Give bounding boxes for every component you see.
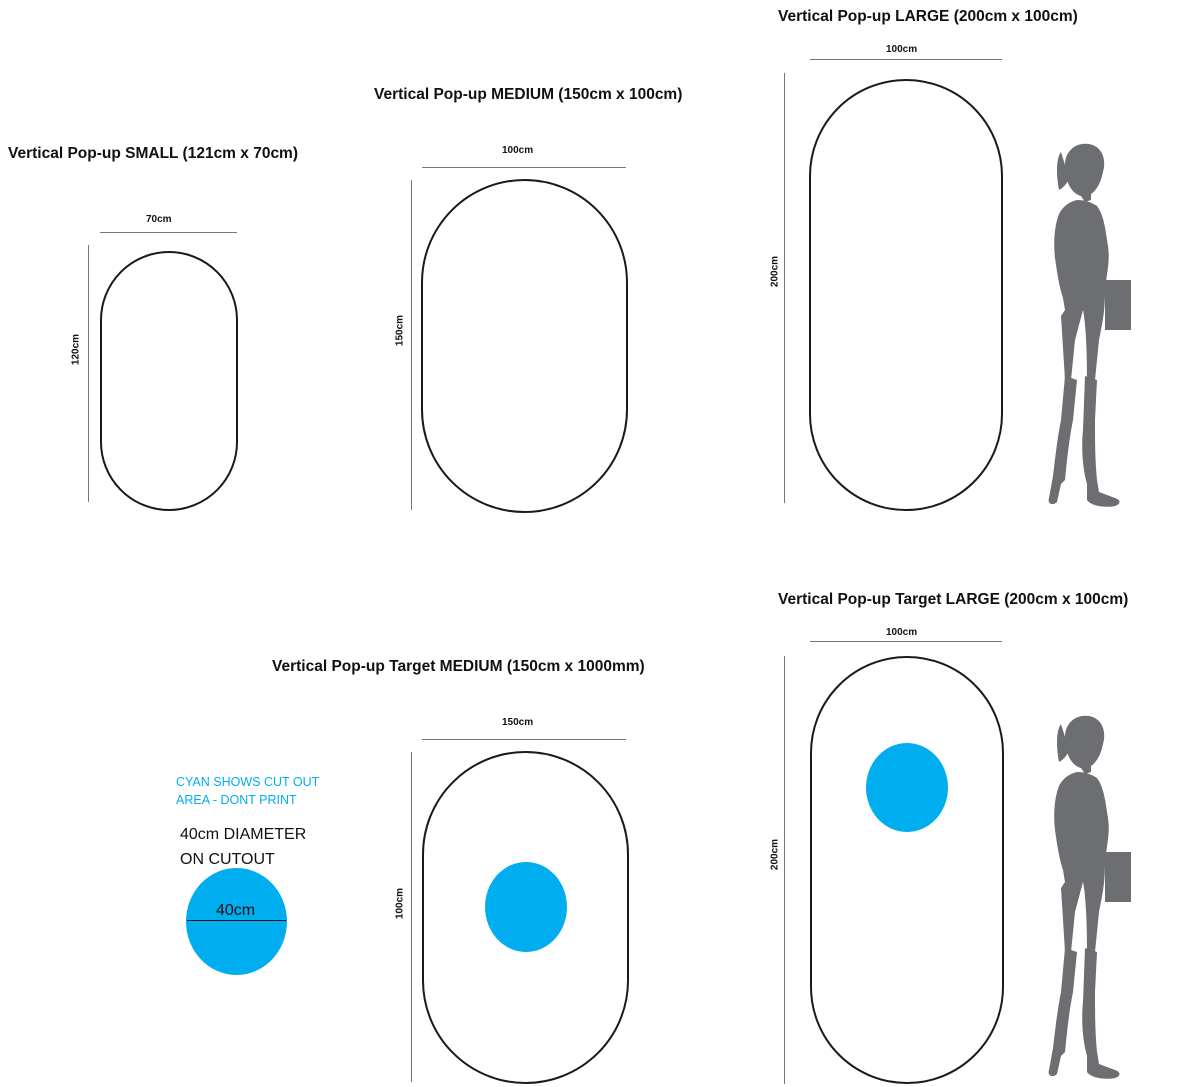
target-medium-height-line [411, 752, 412, 1082]
target-medium-width-line [422, 739, 626, 740]
small-width-line [100, 232, 237, 233]
target-large-width-label: 100cm [886, 627, 918, 638]
target-large-cutout [866, 743, 948, 832]
small-popup-outline [100, 251, 238, 511]
small-width-label: 70cm [146, 214, 172, 225]
woman-silhouette-icon [1048, 715, 1131, 1079]
large-width-line [810, 59, 1002, 60]
large-popup-outline [809, 79, 1003, 511]
cutout-diameter-line [187, 920, 286, 921]
large-width-label: 100cm [886, 44, 918, 55]
medium-popup-outline [421, 179, 628, 513]
woman-silhouette-icon [1048, 143, 1131, 507]
medium-title: Vertical Pop-up MEDIUM (150cm x 100cm) [374, 86, 683, 103]
target-large-height-label: 200cm [769, 838, 781, 871]
target-large-popup-outline [810, 656, 1004, 1084]
cyan-note-line1: CYAN SHOWS CUT OUT [176, 775, 320, 789]
target-medium-width-label: 150cm [502, 717, 534, 728]
large-height-line [784, 73, 785, 503]
target-large-title: Vertical Pop-up Target LARGE (200cm x 10… [778, 591, 1129, 608]
medium-height-label: 150cm [394, 314, 406, 347]
small-height-label: 120cm [70, 333, 82, 366]
small-height-line [88, 245, 89, 502]
small-title: Vertical Pop-up SMALL (121cm x 70cm) [8, 145, 299, 162]
cutout-sample-circle [186, 868, 287, 975]
medium-width-label: 100cm [502, 145, 534, 156]
target-medium-height-label: 100cm [394, 887, 406, 920]
medium-width-line [422, 167, 626, 168]
cyan-note-line2: AREA - DONT PRINT [176, 793, 297, 807]
large-height-label: 200cm [769, 255, 781, 288]
target-medium-title: Vertical Pop-up Target MEDIUM (150cm x 1… [272, 658, 645, 675]
diameter-note-line2: ON CUTOUT [180, 851, 275, 868]
target-medium-cutout [485, 862, 567, 952]
diameter-note-line1: 40cm DIAMETER [180, 826, 307, 843]
target-large-height-line [784, 656, 785, 1084]
target-large-width-line [810, 641, 1002, 642]
cutout-diameter-label: 40cm [216, 902, 256, 919]
large-title: Vertical Pop-up LARGE (200cm x 100cm) [778, 8, 1078, 25]
medium-height-line [411, 180, 412, 510]
